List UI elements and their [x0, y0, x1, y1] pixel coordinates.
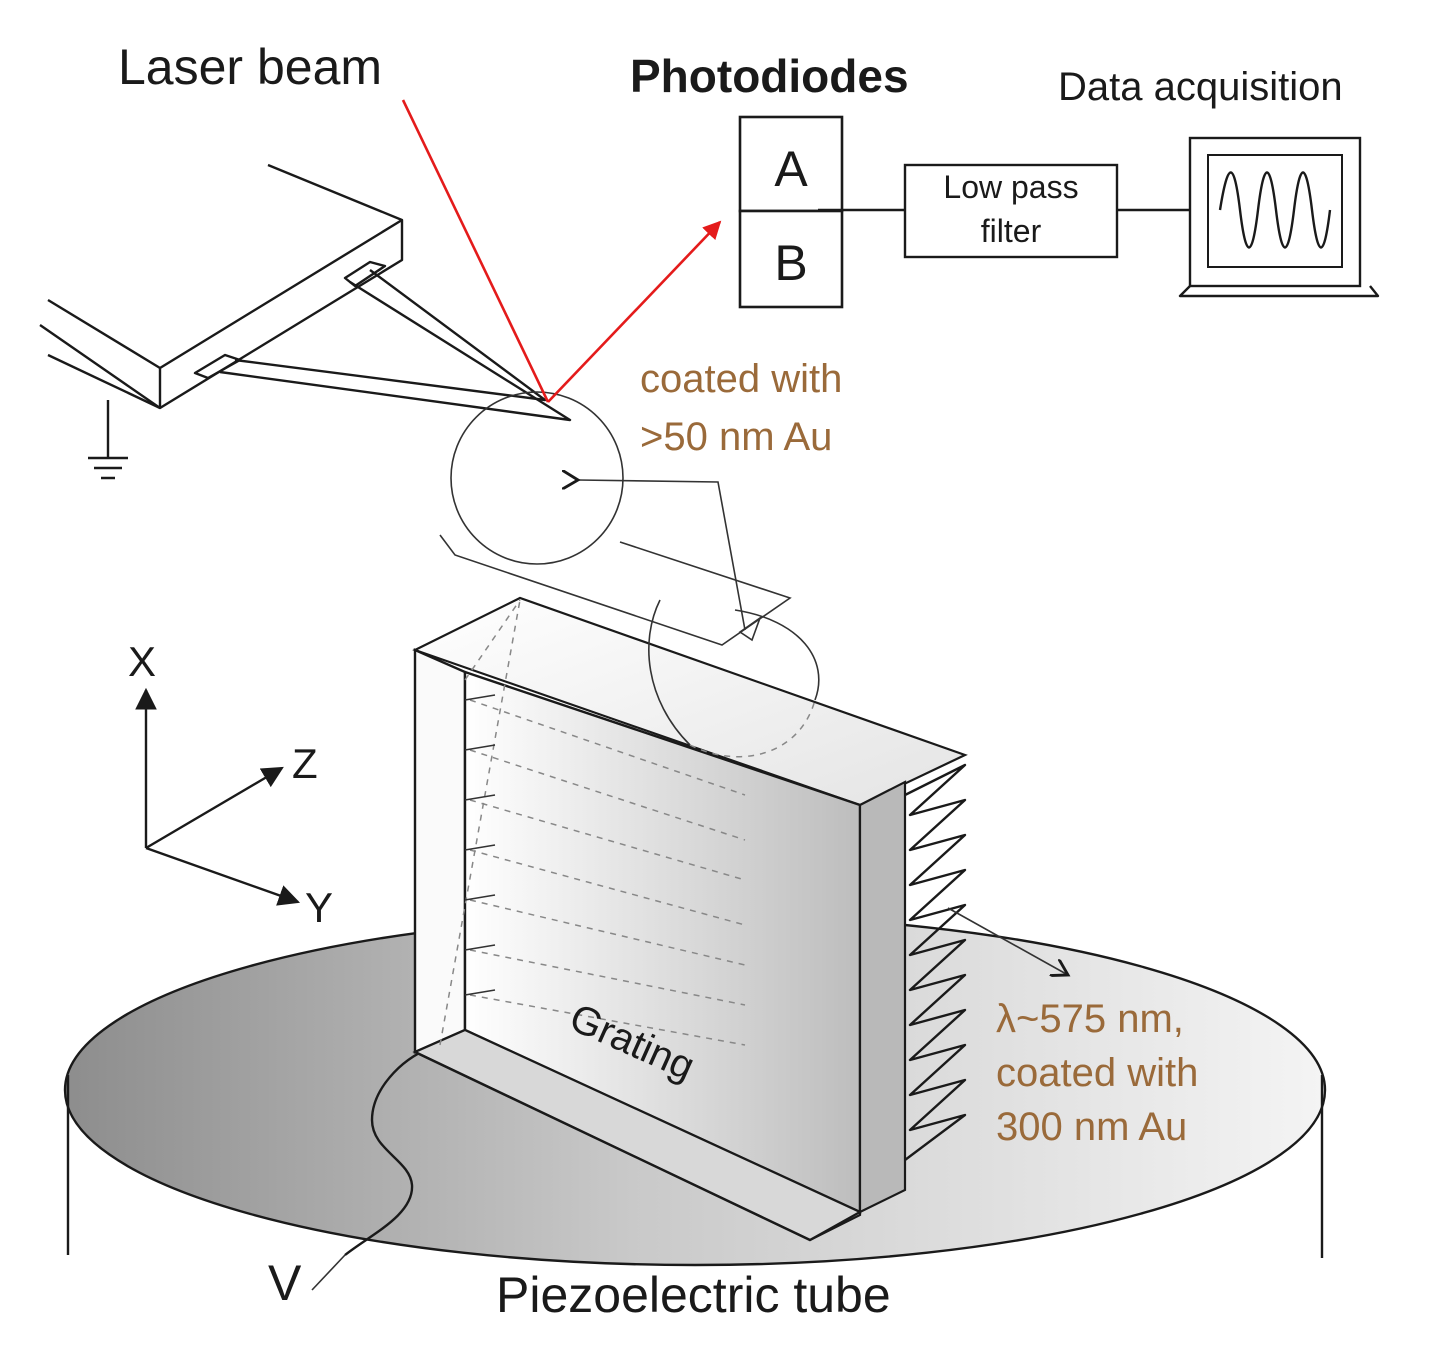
piezo-tube-label: Piezoelectric tube — [496, 1267, 891, 1323]
grating-right-face — [858, 780, 907, 1214]
electrode-boundary — [344, 1046, 431, 1256]
axis-y-label: Y — [305, 884, 333, 931]
voltage-label: V — [268, 1255, 302, 1311]
laser-path — [401, 99, 722, 403]
low-pass-filter-box — [903, 163, 1119, 259]
cantilever-holder — [39, 163, 572, 480]
photodiodes-label: Photodiodes — [630, 50, 909, 102]
axis-z-label: Z — [292, 740, 318, 787]
grating-block — [412, 596, 968, 1242]
reflected-laser — [547, 220, 722, 403]
axis-y-arrow — [145, 846, 301, 906]
data-acquisition-label: Data acquisition — [1058, 65, 1343, 109]
grating-spec-line2: coated with — [996, 1051, 1198, 1095]
tip-leader-line — [578, 480, 746, 631]
grating-spec-leader — [947, 907, 1068, 975]
grating-dashed-lines — [439, 599, 746, 1046]
grating-left-face — [413, 648, 467, 1054]
incident-laser — [401, 99, 550, 403]
ground-symbol — [88, 400, 128, 480]
data-acquisition-monitor — [1178, 136, 1380, 298]
photodiode-a-label: A — [774, 141, 808, 197]
grating-teeth — [904, 763, 967, 1161]
tip-coating-label-line1: coated with — [640, 357, 842, 401]
tip-detail — [439, 391, 792, 646]
grating-top-face — [412, 596, 968, 807]
photodiode-b-box — [738, 209, 844, 309]
photodiode-a-box — [738, 115, 844, 213]
laser-beam-label: Laser beam — [118, 39, 382, 95]
tip-magnification-ellipse — [648, 599, 820, 746]
low-pass-filter: Low pass filter — [818, 163, 1190, 259]
photodiode-b-label: B — [774, 235, 807, 291]
axis-x-label: X — [128, 638, 156, 685]
low-pass-filter-label-line1: Low pass — [943, 169, 1078, 205]
grating-spec-line1: λ~575 nm, — [996, 997, 1184, 1041]
tip-coating-label-line2: >50 nm Au — [640, 415, 832, 459]
coordinate-axes: X Z Y — [128, 638, 333, 931]
low-pass-filter-label-line2: filter — [981, 213, 1042, 249]
axis-z-arrow — [145, 766, 284, 850]
voltage-lead — [311, 1254, 346, 1291]
monitor-base — [1178, 285, 1380, 298]
cantilever — [219, 280, 572, 422]
photodiodes: A B — [738, 115, 844, 309]
tip-detail-circle — [450, 391, 624, 565]
monitor-waveform — [1218, 171, 1332, 249]
tip-small-icon — [738, 615, 762, 642]
grating-spec-line3: 300 nm Au — [996, 1105, 1187, 1149]
